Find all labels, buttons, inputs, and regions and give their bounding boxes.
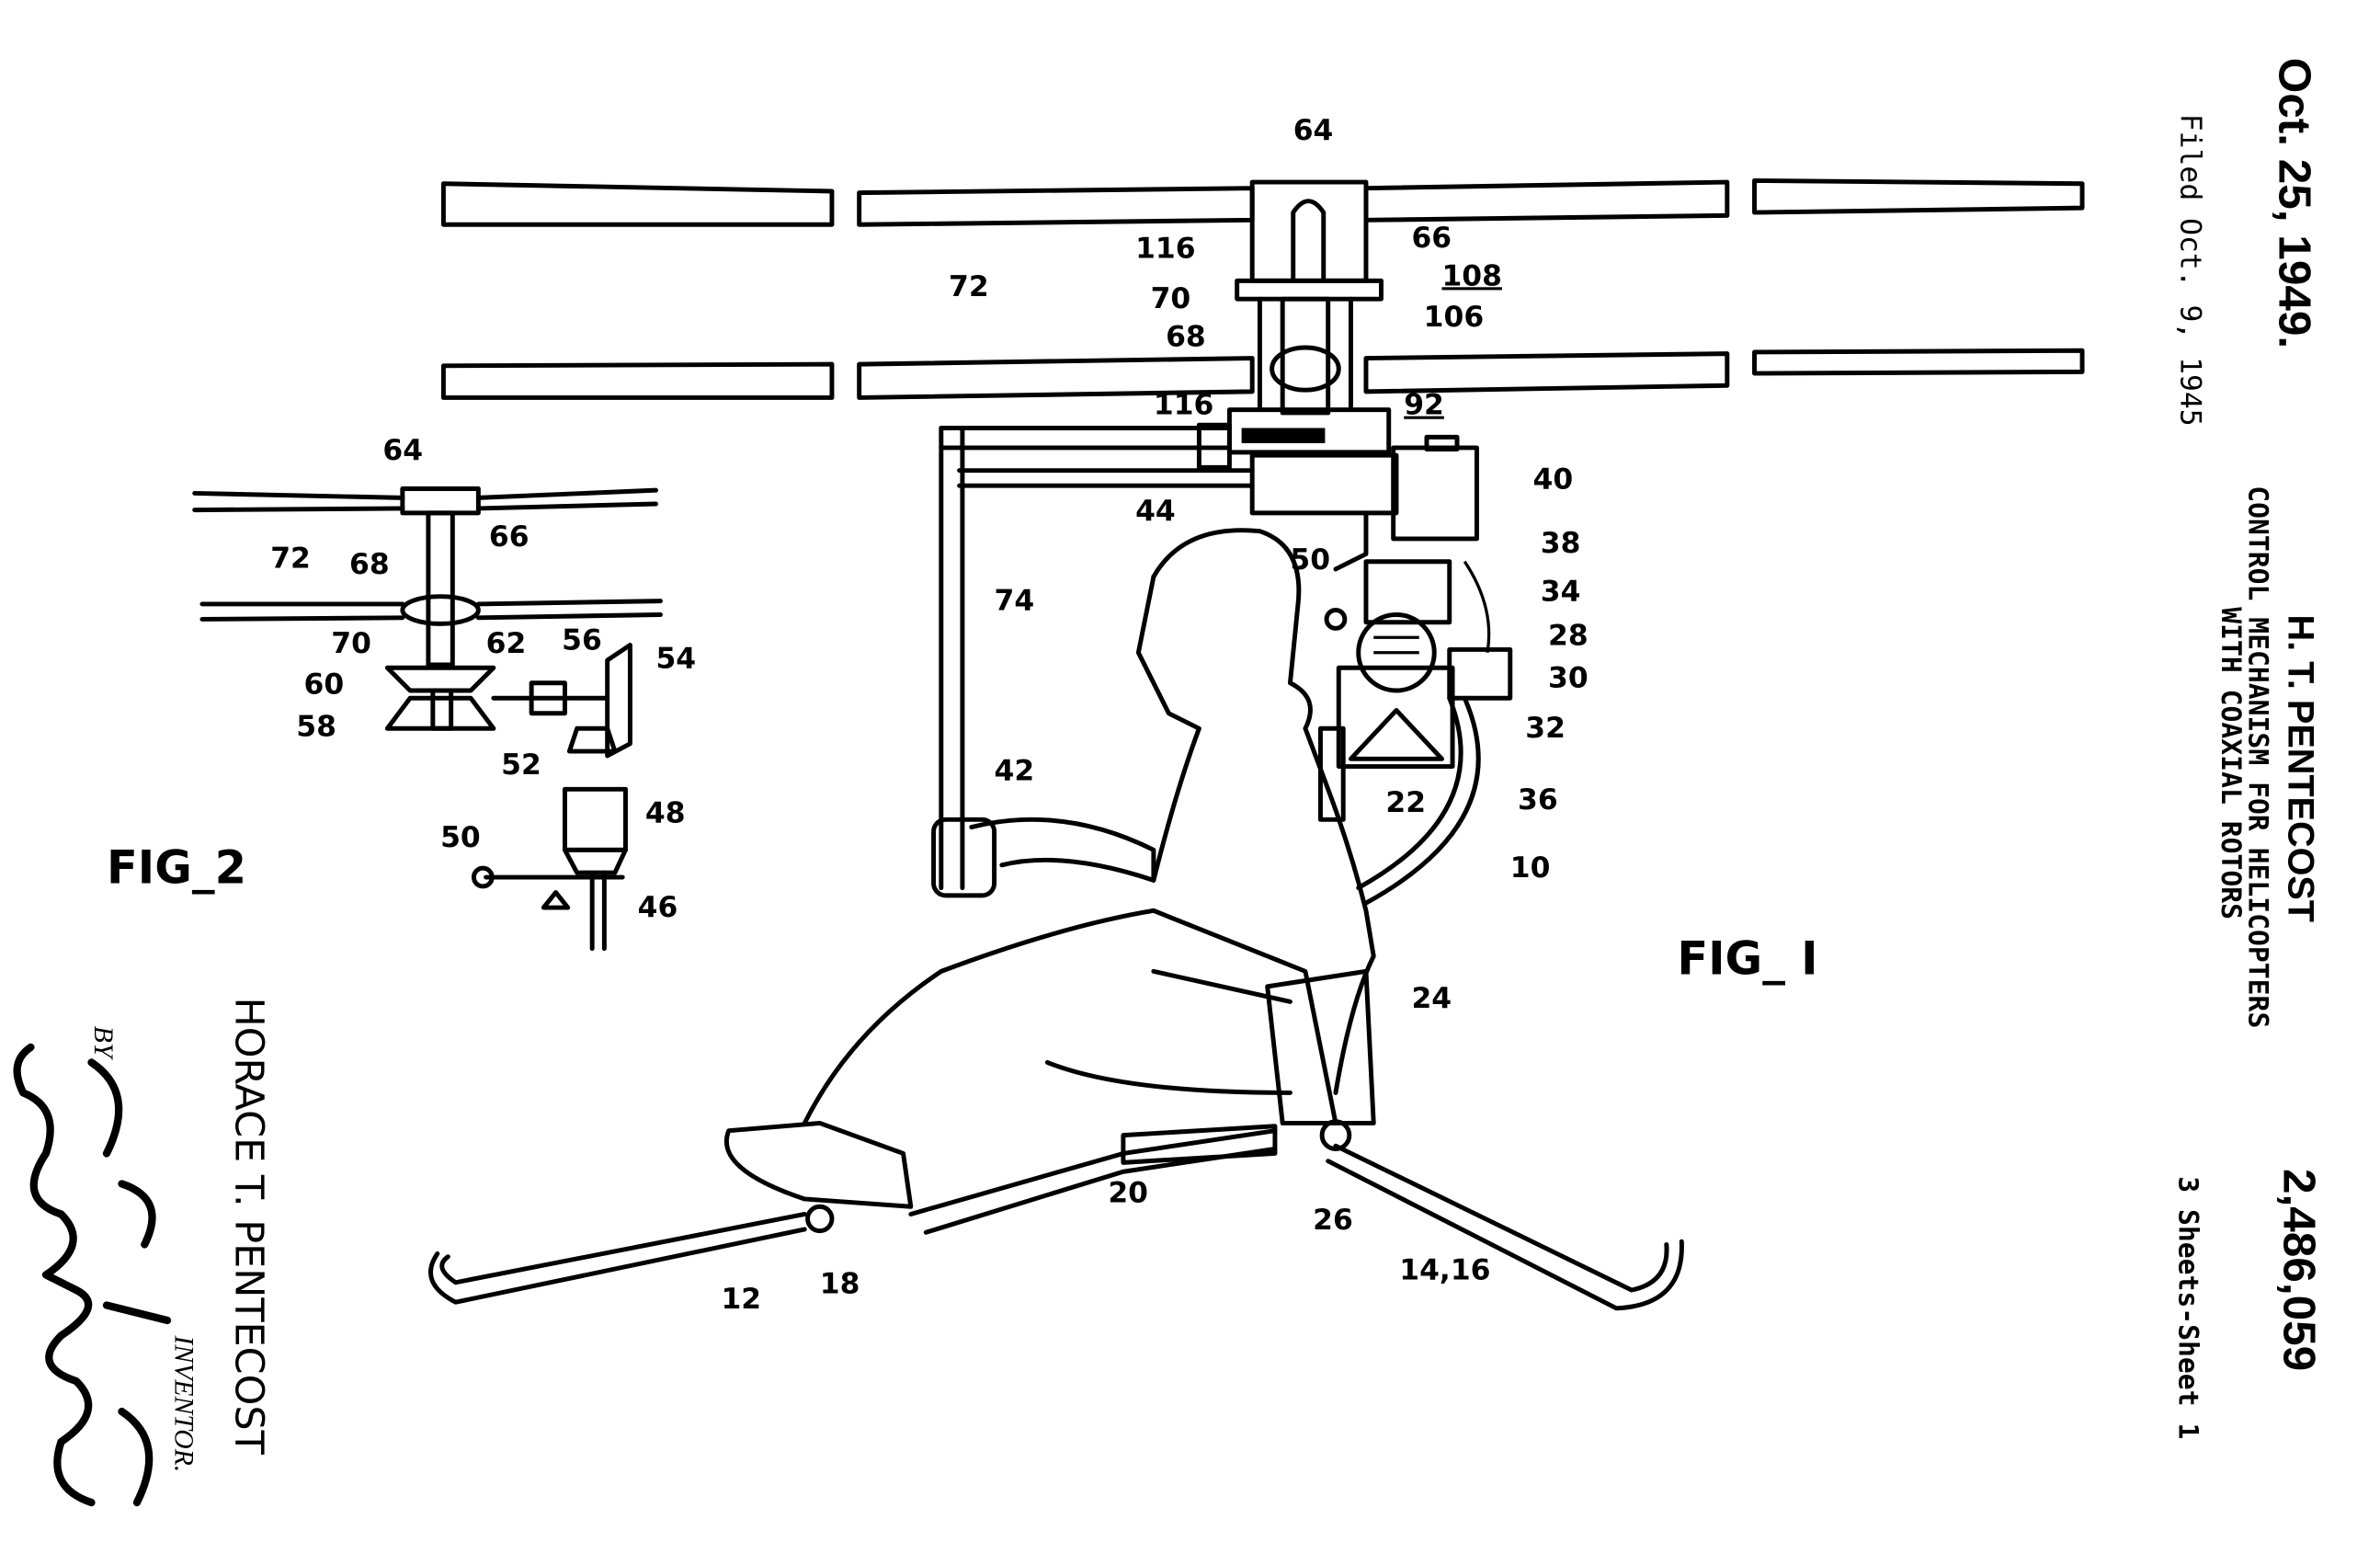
fig1-caption: FIG_ I [1677, 932, 1817, 986]
engine-assembly [1317, 434, 1513, 906]
ref-10: 10 [1510, 851, 1551, 885]
ref-36: 36 [1518, 783, 1558, 817]
ref-30: 30 [1548, 662, 1589, 695]
fig1-labels: 64 66 116 108 70 106 72 68 116 92 40 44 … [721, 114, 1817, 1316]
fig2-ref-48: 48 [645, 797, 686, 830]
title-line-2: WITH COAXIAL ROTORS [2215, 607, 2247, 919]
fig2-ref-52: 52 [501, 748, 541, 782]
ref-50: 50 [1290, 543, 1330, 577]
by-label: BY [88, 1026, 118, 1061]
ref-38: 38 [1541, 527, 1581, 560]
ref-92: 92 [1404, 389, 1444, 422]
ref-22: 22 [1385, 786, 1426, 819]
ref-66: 66 [1411, 222, 1452, 255]
inventor-header: H. T. PENTECOST [2281, 614, 2321, 922]
inventor-name: HORACE T. PENTECOST [225, 997, 271, 1455]
ref-72: 72 [949, 270, 989, 303]
ref-116-upper: 116 [1135, 233, 1195, 266]
upper-rotor [440, 177, 2085, 227]
ref-64: 64 [1293, 114, 1334, 147]
ref-108: 108 [1441, 259, 1501, 292]
inventor-role: INVENTOR. [168, 1335, 198, 1473]
fig2-ref-64: 64 [382, 434, 423, 467]
fig2-ref-62: 62 [486, 627, 527, 660]
pilot-figure [723, 528, 1376, 1209]
fig2-labels: 64 66 72 68 70 62 56 54 60 58 52 48 50 4… [107, 434, 696, 924]
fig2-ref-46: 46 [638, 891, 678, 924]
ref-40: 40 [1533, 463, 1574, 496]
fig2-ref-60: 60 [304, 668, 345, 701]
ref-24: 24 [1411, 982, 1452, 1015]
fig2-drawing [192, 486, 663, 952]
ref-116-lower: 116 [1154, 389, 1213, 422]
lower-rotor [440, 348, 2085, 400]
ref-34: 34 [1541, 576, 1581, 609]
patent-header: Oct. 25, 1949. Filed Oct. 9, 1945 H. T. … [2172, 58, 2325, 1440]
filing-date: Filed Oct. 9, 1945 [2173, 114, 2206, 427]
ref-14-16: 14,16 [1399, 1253, 1490, 1286]
inventor-block: HORACE T. PENTECOST INVENTOR. BY [13, 997, 271, 1507]
control-frame [939, 425, 1399, 891]
fig2-ref-66: 66 [489, 520, 530, 554]
ref-18: 18 [820, 1267, 860, 1300]
rotor-hub [1196, 179, 1392, 470]
ref-42: 42 [995, 754, 1035, 787]
attorney-signature [13, 1043, 172, 1507]
ref-12: 12 [721, 1283, 761, 1316]
sheet-count: 3 Sheets-Sheet 1 [2172, 1176, 2204, 1439]
ref-32: 32 [1525, 712, 1566, 745]
fig2-ref-50: 50 [440, 821, 481, 854]
ref-20: 20 [1108, 1176, 1148, 1209]
landing-skids [428, 1119, 1684, 1311]
ref-68: 68 [1166, 320, 1206, 353]
fig2-ref-72: 72 [270, 542, 311, 575]
issue-date: Oct. 25, 1949. [2270, 58, 2320, 348]
fig2-ref-54: 54 [655, 642, 696, 675]
fig2-ref-70: 70 [331, 627, 371, 660]
fig2-caption: FIG_2 [107, 841, 246, 895]
fig2-ref-58: 58 [296, 711, 336, 744]
ref-70: 70 [1151, 282, 1191, 315]
ref-44: 44 [1135, 495, 1176, 528]
title-line-1: CONTROL MECHANISM FOR HELICOPTERS [2242, 485, 2274, 1028]
ref-28: 28 [1548, 620, 1589, 653]
fig1-drawing [428, 177, 2085, 1311]
ref-106: 106 [1424, 301, 1484, 334]
ref-74: 74 [995, 585, 1035, 618]
patent-number: 2,486,059 [2274, 1169, 2325, 1371]
fig2-ref-68: 68 [349, 548, 390, 581]
fig2-ref-56: 56 [562, 623, 602, 657]
ref-26: 26 [1313, 1204, 1353, 1237]
